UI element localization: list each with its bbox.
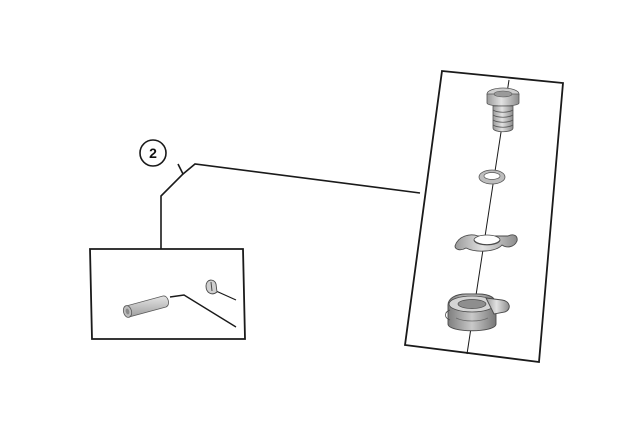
cable-line [169,294,237,328]
cylinder-grip-icon [122,295,169,318]
small-clip-icon [205,279,218,295]
callout-leader [160,163,421,249]
o-ring-icon [478,169,506,185]
leader-to-left-box [160,163,184,249]
detail-box-right [403,70,564,364]
callout-circle [139,139,167,167]
winged-washer-icon [454,234,518,252]
callout-number: 2 [149,145,157,161]
winged-nut-icon [445,293,510,332]
leader-to-right-box [182,163,421,194]
callout-badge: 2 [139,139,167,167]
cable-line-short [215,290,237,301]
detail-box-left [89,248,246,340]
threaded-bolt-icon [486,87,520,133]
